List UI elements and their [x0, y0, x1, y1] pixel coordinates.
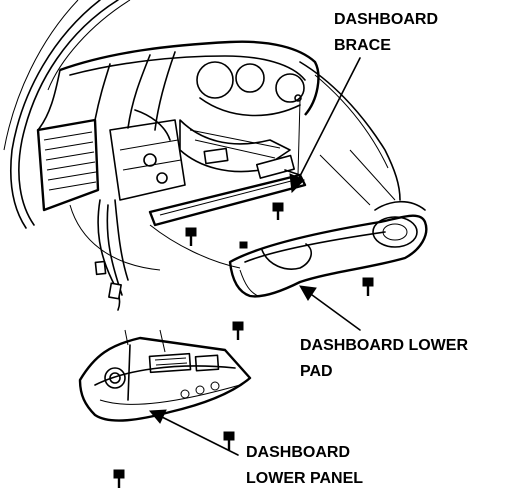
- windshield-frame: [3, 0, 131, 229]
- label-pad-line1: DASHBOARD LOWER: [300, 337, 468, 354]
- bolt-brace-left: [185, 227, 197, 246]
- label-pad-line2: PAD: [300, 363, 333, 380]
- dashboard-lower-pad: [228, 149, 428, 298]
- dashboard-brace: [148, 94, 307, 227]
- bolt-panel-right: [223, 431, 235, 450]
- bolt-brace-right: [272, 202, 284, 220]
- label-panel-line2: LOWER PANEL: [246, 470, 363, 487]
- bolt-top-small: [239, 241, 248, 249]
- bolt-pad-left: [232, 321, 244, 340]
- dashboard-lower-panel: [78, 329, 252, 422]
- label-panel-line1: DASHBOARD: [246, 444, 350, 461]
- leader-panel: [148, 409, 239, 456]
- bolt-panel-bottom: [113, 469, 125, 488]
- leader-brace: [289, 57, 361, 194]
- label-brace-line1: DASHBOARD: [334, 11, 438, 28]
- label-brace-line2: BRACE: [334, 37, 391, 54]
- dashboard-upper: [36, 40, 401, 311]
- leader-pad: [299, 285, 361, 331]
- bolt-pad-right: [362, 277, 374, 296]
